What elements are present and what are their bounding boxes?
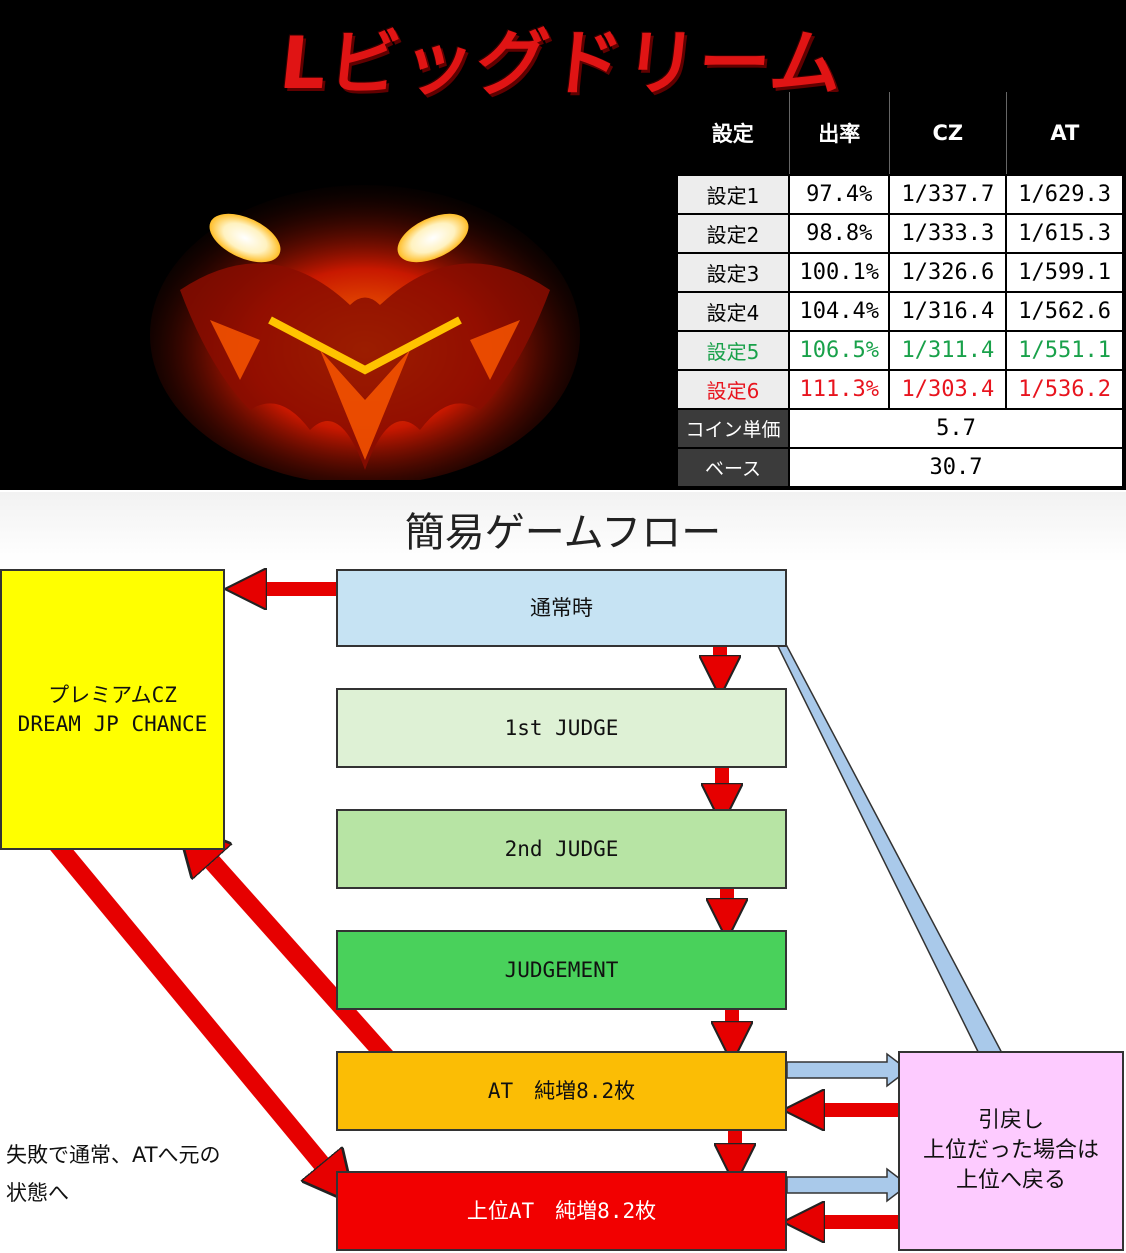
setting-cell: 設定6 bbox=[676, 369, 790, 410]
cz-cell: 1/303.4 bbox=[888, 369, 1008, 410]
base-value: 30.7 bbox=[788, 447, 1124, 488]
table-row: 設定6 111.3% 1/303.4 1/536.2 bbox=[676, 369, 1124, 410]
at-cell: 1/599.1 bbox=[1005, 252, 1124, 293]
setting-cell: 設定2 bbox=[676, 213, 790, 254]
coin-unit-label: コイン単価 bbox=[676, 408, 790, 449]
table-row: 設定1 97.4% 1/337.7 1/629.3 bbox=[676, 174, 1124, 215]
spec-header-row: 設定 出率 CZ AT bbox=[677, 92, 1123, 175]
box-upper-at: 上位AT 純増8.2枚 bbox=[336, 1171, 787, 1251]
flow-title-bar bbox=[0, 492, 1126, 562]
note-line-1: 失敗で通常、ATへ元の bbox=[6, 1143, 221, 1167]
return-line-1: 引戻し bbox=[977, 1108, 1044, 1134]
setting-cell: 設定3 bbox=[676, 252, 790, 293]
note-line-2: 状態へ bbox=[6, 1181, 69, 1205]
payout-cell: 106.5% bbox=[787, 330, 891, 371]
payout-cell: 104.4% bbox=[787, 291, 891, 332]
setting-cell: 設定4 bbox=[676, 291, 790, 332]
failure-note: 失敗で通常、ATへ元の 状態へ bbox=[6, 1136, 266, 1212]
payout-cell: 111.3% bbox=[787, 369, 891, 410]
base-label: ベース bbox=[676, 447, 790, 488]
return-line-2: 上位だった場合は bbox=[922, 1138, 1099, 1164]
at-cell: 1/615.3 bbox=[1005, 213, 1124, 254]
box-return: 引戻し 上位だった場合は 上位へ戻る bbox=[898, 1051, 1124, 1251]
arrow-premium-to-upper bbox=[35, 820, 335, 1180]
box-judgement: JUDGEMENT bbox=[336, 930, 787, 1010]
at-cell: 1/536.2 bbox=[1005, 369, 1124, 410]
box-normal: 通常時 bbox=[336, 569, 787, 647]
spec-table: 設定 出率 CZ AT 設定1 97.4% 1/337.7 1/629.3 設定… bbox=[676, 92, 1124, 488]
col-payout-header: 出率 bbox=[788, 92, 890, 175]
demon-face-image bbox=[150, 185, 580, 480]
col-cz-header: CZ bbox=[888, 92, 1007, 175]
at-cell: 1/562.6 bbox=[1005, 291, 1124, 332]
arrow-return-to-normal bbox=[751, 587, 1014, 1081]
box-first-judge: 1st JUDGE bbox=[336, 688, 787, 768]
setting-cell: 設定1 bbox=[676, 174, 790, 215]
setting-cell: 設定5 bbox=[676, 330, 790, 371]
cz-cell: 1/333.3 bbox=[888, 213, 1008, 254]
table-row: 設定3 100.1% 1/326.6 1/599.1 bbox=[676, 252, 1124, 293]
at-cell: 1/551.1 bbox=[1005, 330, 1124, 371]
base-row: ベース 30.7 bbox=[676, 447, 1124, 488]
col-at-header: AT bbox=[1005, 92, 1123, 175]
cz-cell: 1/316.4 bbox=[888, 291, 1008, 332]
coin-unit-row: コイン単価 5.7 bbox=[676, 408, 1124, 449]
table-row: 設定2 98.8% 1/333.3 1/615.3 bbox=[676, 213, 1124, 254]
return-line-3: 上位へ戻る bbox=[955, 1167, 1066, 1193]
table-row: 設定5 106.5% 1/311.4 1/551.1 bbox=[676, 330, 1124, 371]
arrow-at-to-return bbox=[786, 1052, 910, 1088]
payout-cell: 100.1% bbox=[787, 252, 891, 293]
payout-cell: 98.8% bbox=[787, 213, 891, 254]
col-setting-header: 設定 bbox=[677, 92, 789, 175]
coin-unit-value: 5.7 bbox=[788, 408, 1124, 449]
table-row: 設定4 104.4% 1/316.4 1/562.6 bbox=[676, 291, 1124, 332]
at-cell: 1/629.3 bbox=[1005, 174, 1124, 215]
premium-line-1: プレミアムCZ bbox=[48, 683, 177, 708]
box-premium-cz: プレミアムCZ DREAM JP CHANCE bbox=[0, 569, 225, 850]
cz-cell: 1/337.7 bbox=[888, 174, 1008, 215]
cz-cell: 1/326.6 bbox=[888, 252, 1008, 293]
premium-line-2: DREAM JP CHANCE bbox=[17, 711, 208, 736]
flow-title: 簡易ゲームフロー bbox=[404, 510, 722, 556]
box-second-judge: 2nd JUDGE bbox=[336, 809, 787, 889]
cz-cell: 1/311.4 bbox=[888, 330, 1008, 371]
arrow-upper-to-return bbox=[786, 1167, 910, 1203]
payout-cell: 97.4% bbox=[787, 174, 891, 215]
box-at: AT 純増8.2枚 bbox=[336, 1051, 787, 1131]
